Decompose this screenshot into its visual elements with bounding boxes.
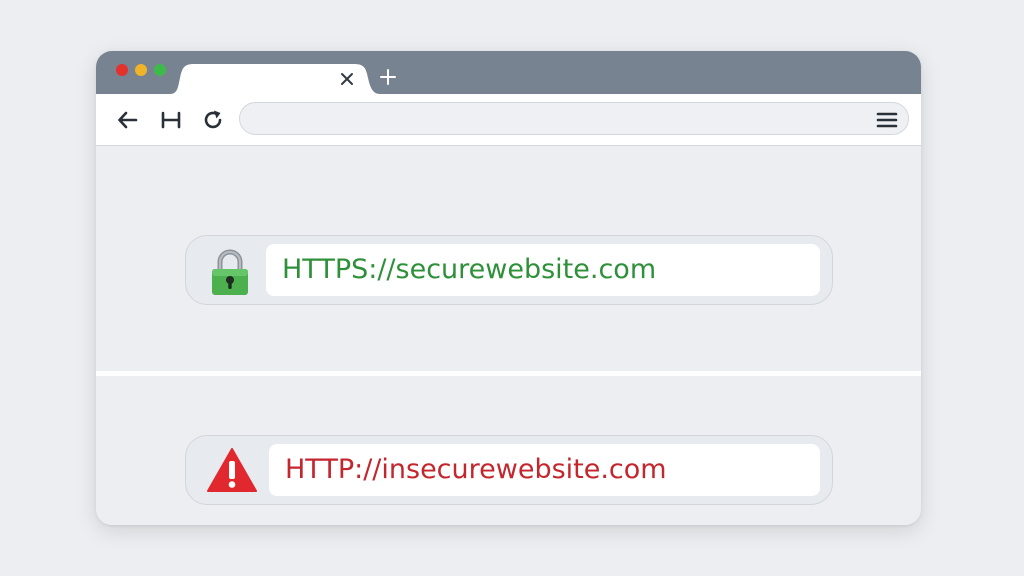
insecure-url-field: HTTP://insecurewebsite.com — [269, 444, 820, 496]
warning-triangle-icon — [206, 446, 258, 494]
browser-window: HTTPS://securewebsite.com HTTP://insecur… — [96, 51, 921, 525]
insecure-url-example: HTTP://insecurewebsite.com — [185, 435, 833, 505]
toolbar — [96, 94, 921, 146]
window-minimize-button[interactable] — [135, 64, 147, 76]
padlock-icon — [208, 248, 252, 296]
browser-tab[interactable] — [170, 64, 380, 94]
insecure-url-text: HTTP://insecurewebsite.com — [285, 454, 667, 485]
section-divider — [96, 371, 921, 376]
hamburger-menu-icon[interactable] — [875, 108, 899, 132]
reload-icon[interactable] — [201, 108, 225, 132]
plus-icon[interactable] — [377, 66, 399, 88]
title-bar — [96, 51, 921, 94]
tab-close-icon[interactable] — [336, 68, 358, 90]
secure-url-example: HTTPS://securewebsite.com — [185, 235, 833, 305]
window-close-button[interactable] — [116, 64, 128, 76]
secure-url-text: HTTPS://securewebsite.com — [282, 254, 657, 285]
window-maximize-button[interactable] — [154, 64, 166, 76]
secure-url-field: HTTPS://securewebsite.com — [266, 244, 820, 296]
page-content: HTTPS://securewebsite.com HTTP://insecur… — [96, 146, 921, 525]
back-arrow-icon[interactable] — [116, 108, 140, 132]
address-bar[interactable] — [239, 102, 909, 135]
tab-shape — [170, 64, 380, 94]
home-icon[interactable] — [159, 108, 183, 132]
